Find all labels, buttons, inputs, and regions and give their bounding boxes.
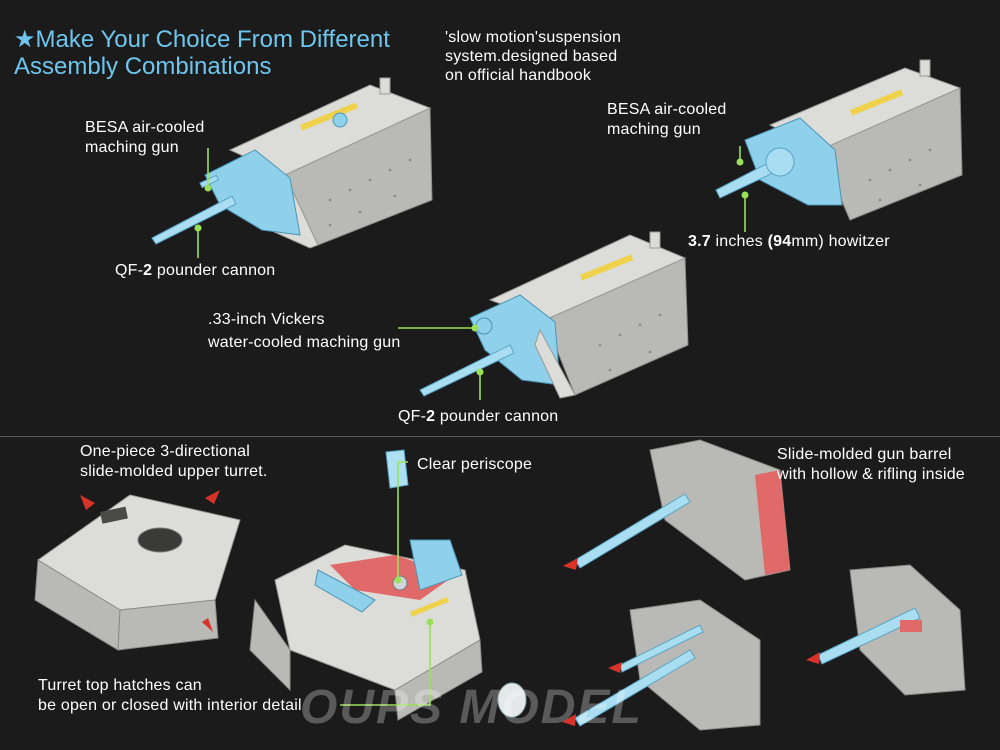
title-line-1: ★Make Your Choice From Different <box>14 26 390 53</box>
turret-note: One-piece 3-directional slide-molded upp… <box>80 443 268 480</box>
variant1-mg-label: BESA air-cooled maching gun <box>85 119 205 156</box>
turret-variant-3-illustration <box>419 231 689 399</box>
callout-leaders <box>194 146 749 706</box>
turret-variant-1-illustration <box>151 77 433 249</box>
variant2-mg-label: BESA air-cooled maching gun <box>607 101 727 138</box>
barrel-note: Slide-molded gun barrel with hollow & ri… <box>777 446 965 483</box>
gun-mantlet-illustration <box>563 439 791 581</box>
hatch-note: Turret top hatches can be open or closed… <box>38 677 302 714</box>
suspension-note: 'slow motion'suspension system.designed … <box>445 29 622 84</box>
turret-variant-2-illustration <box>715 59 963 221</box>
gun-barrel-front-illustration <box>562 599 761 731</box>
variant3-mg-label: .33-inch Vickers water-cooled maching gu… <box>208 311 401 351</box>
periscope-label: Clear periscope <box>417 456 533 473</box>
variant2-howitzer-label: 3.7 inches (94mm) howitzer <box>688 233 890 250</box>
section-divider <box>0 436 1000 437</box>
title-line-2: Assembly Combinations <box>14 53 272 80</box>
watermark-logo: OUPS MODEL <box>300 681 643 734</box>
upper-turret-shell-illustration <box>34 490 241 651</box>
page-title: ★Make Your Choice From Different Assembl… <box>14 26 390 80</box>
interior-turret-illustration <box>249 449 527 721</box>
variant3-cannon-label: QF-2 pounder cannon <box>398 408 559 425</box>
variant1-cannon-label: QF-2 pounder cannon <box>115 262 276 279</box>
gun-barrel-rear-illustration <box>806 564 966 696</box>
